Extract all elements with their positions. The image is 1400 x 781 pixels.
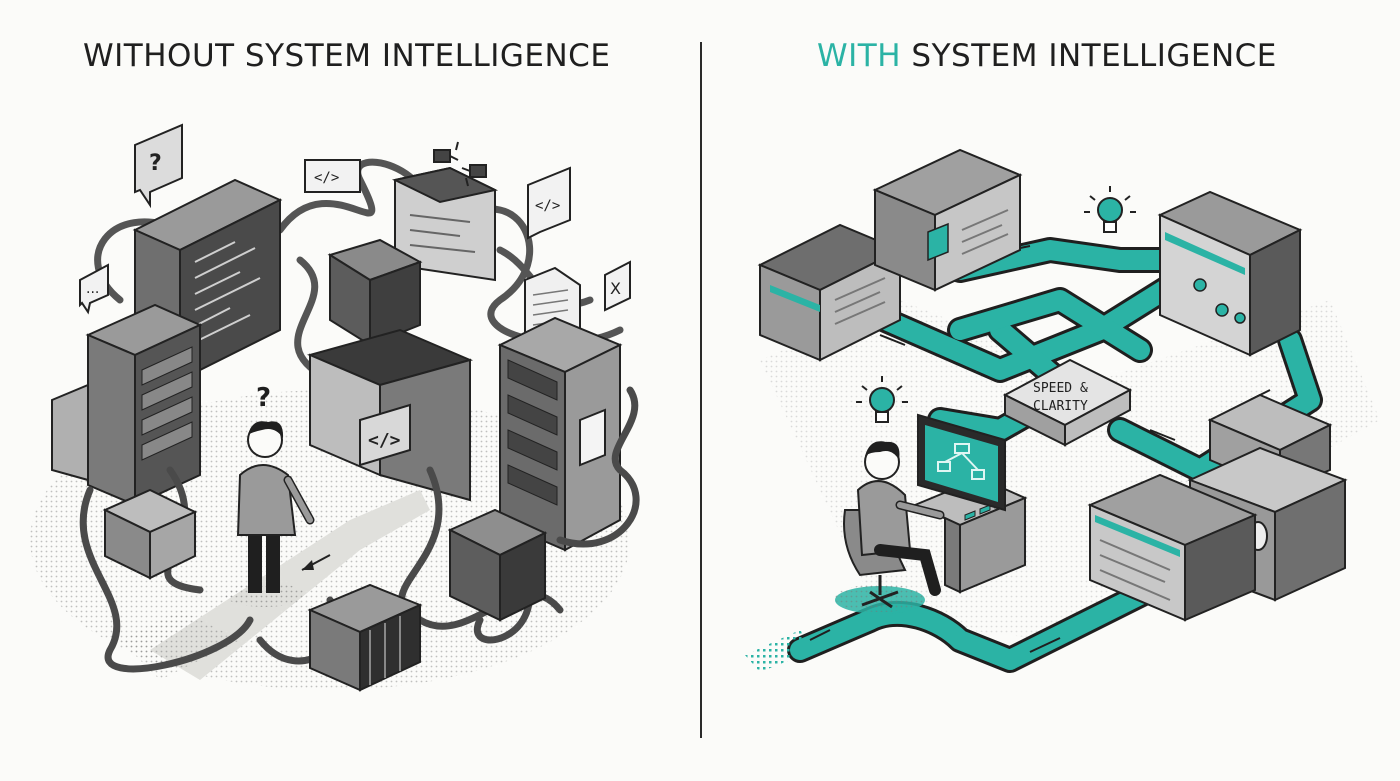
machine-right-top	[1157, 190, 1303, 357]
speed-clarity-hub: SPEED & CLARITY	[1002, 358, 1133, 447]
hub-label-line1: SPEED &	[1033, 381, 1088, 396]
lightbulb-icon	[856, 376, 908, 423]
ellipsis-bubble-icon: ...	[79, 263, 109, 315]
lightbulb-icon	[1084, 186, 1136, 233]
code-bubble-icon: </>	[527, 166, 571, 240]
code-bubble-icon: </>	[304, 159, 361, 193]
monitor	[917, 413, 1006, 512]
small-box-left	[102, 488, 198, 580]
code-tag-label: </>	[368, 430, 401, 451]
seated-person	[835, 441, 945, 614]
flowchart-icon	[937, 443, 985, 480]
server-rack-right	[497, 316, 623, 552]
svg-text:?: ?	[149, 151, 162, 176]
center-divider	[700, 42, 702, 738]
svg-text:</>: </>	[535, 198, 560, 214]
server-rack-left	[51, 303, 203, 507]
organized-scene: SPEED & CLARITY	[745, 148, 1380, 673]
left-panel-title: WITHOUT SYSTEM INTELLIGENCE	[83, 38, 611, 74]
svg-text:...: ...	[86, 281, 99, 297]
confused-question-mark: ?	[256, 383, 271, 413]
question-bubble-icon: ?	[134, 123, 183, 209]
middle-server-box	[327, 238, 423, 347]
central-console: </>	[306, 328, 474, 502]
right-title-accent: WITH	[817, 38, 902, 74]
code-window	[391, 166, 499, 282]
binder-stack	[307, 583, 423, 692]
broken-link-icon	[433, 141, 487, 187]
right-title-rest: SYSTEM INTELLIGENCE	[901, 38, 1277, 74]
hub-label-line2: CLARITY	[1033, 399, 1088, 414]
chaotic-scene: </>	[30, 123, 640, 692]
teal-pixel-trail	[745, 630, 815, 672]
dark-box-right	[447, 508, 548, 622]
right-panel-title: WITH SYSTEM INTELLIGENCE	[817, 38, 1277, 74]
machine-front	[1087, 473, 1258, 622]
confused-person: ?	[225, 383, 331, 607]
machine-top	[872, 148, 1023, 292]
svg-text:</>: </>	[314, 170, 339, 186]
svg-text:X: X	[610, 279, 621, 298]
close-bubble-icon: X	[604, 260, 631, 312]
